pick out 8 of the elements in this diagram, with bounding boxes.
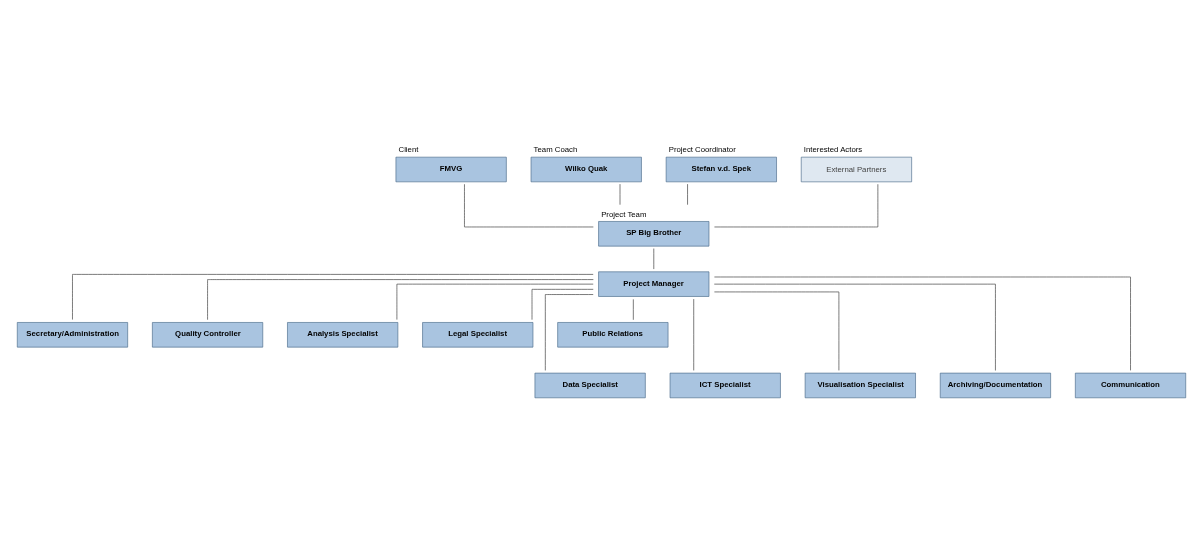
- connector: [687, 183, 688, 205]
- connector: [464, 183, 594, 227]
- connector: [207, 278, 594, 320]
- connector: [545, 293, 594, 371]
- connector: [714, 276, 1131, 371]
- connector: [713, 283, 996, 371]
- connector: [531, 288, 594, 320]
- connector: [72, 273, 594, 320]
